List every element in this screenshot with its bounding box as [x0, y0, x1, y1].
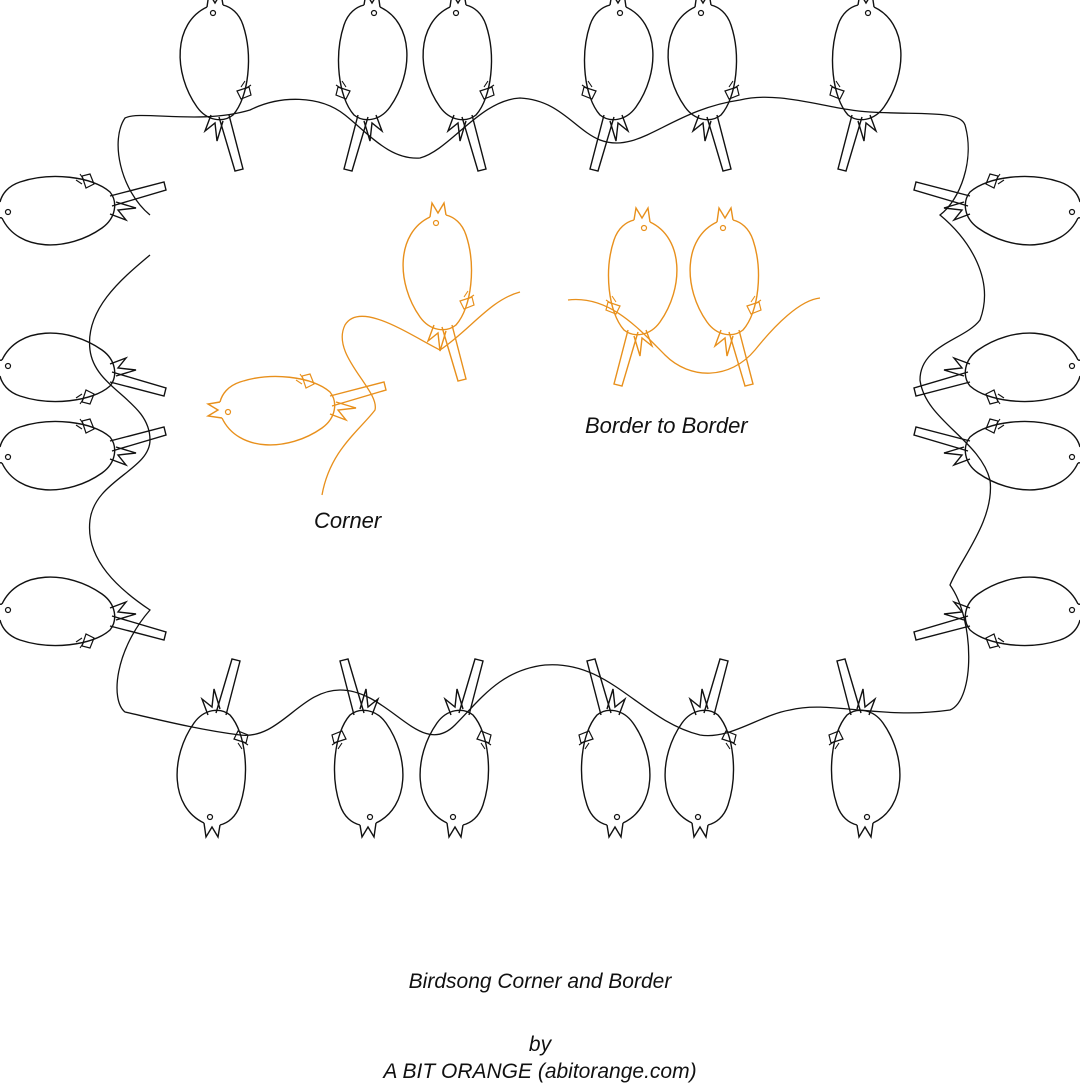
- border-to-border-motif: [567, 207, 821, 387]
- bird-outline-icon: [0, 173, 167, 649]
- bird-outline-icon: [605, 207, 762, 387]
- border-frame: [0, 0, 1080, 838]
- bird-outline-icon: [207, 202, 475, 446]
- highlight-group: [207, 202, 821, 496]
- corner-motif: [207, 202, 521, 496]
- caption-by: by: [528, 1033, 552, 1056]
- bird-outline-icon: [176, 658, 901, 838]
- border-to-border-wire: [567, 297, 821, 374]
- caption-author: A BIT ORANGE (abitorange.com): [383, 1060, 697, 1083]
- corner-label: Corner: [314, 508, 382, 533]
- corner-wire: [321, 291, 521, 496]
- bird-outline-icon: [913, 173, 1080, 649]
- caption-title: Birdsong Corner and Border: [408, 970, 672, 993]
- border-wire: [88, 96, 992, 737]
- border-to-border-label: Border to Border: [585, 413, 748, 438]
- bird-outline-icon: [179, 0, 902, 172]
